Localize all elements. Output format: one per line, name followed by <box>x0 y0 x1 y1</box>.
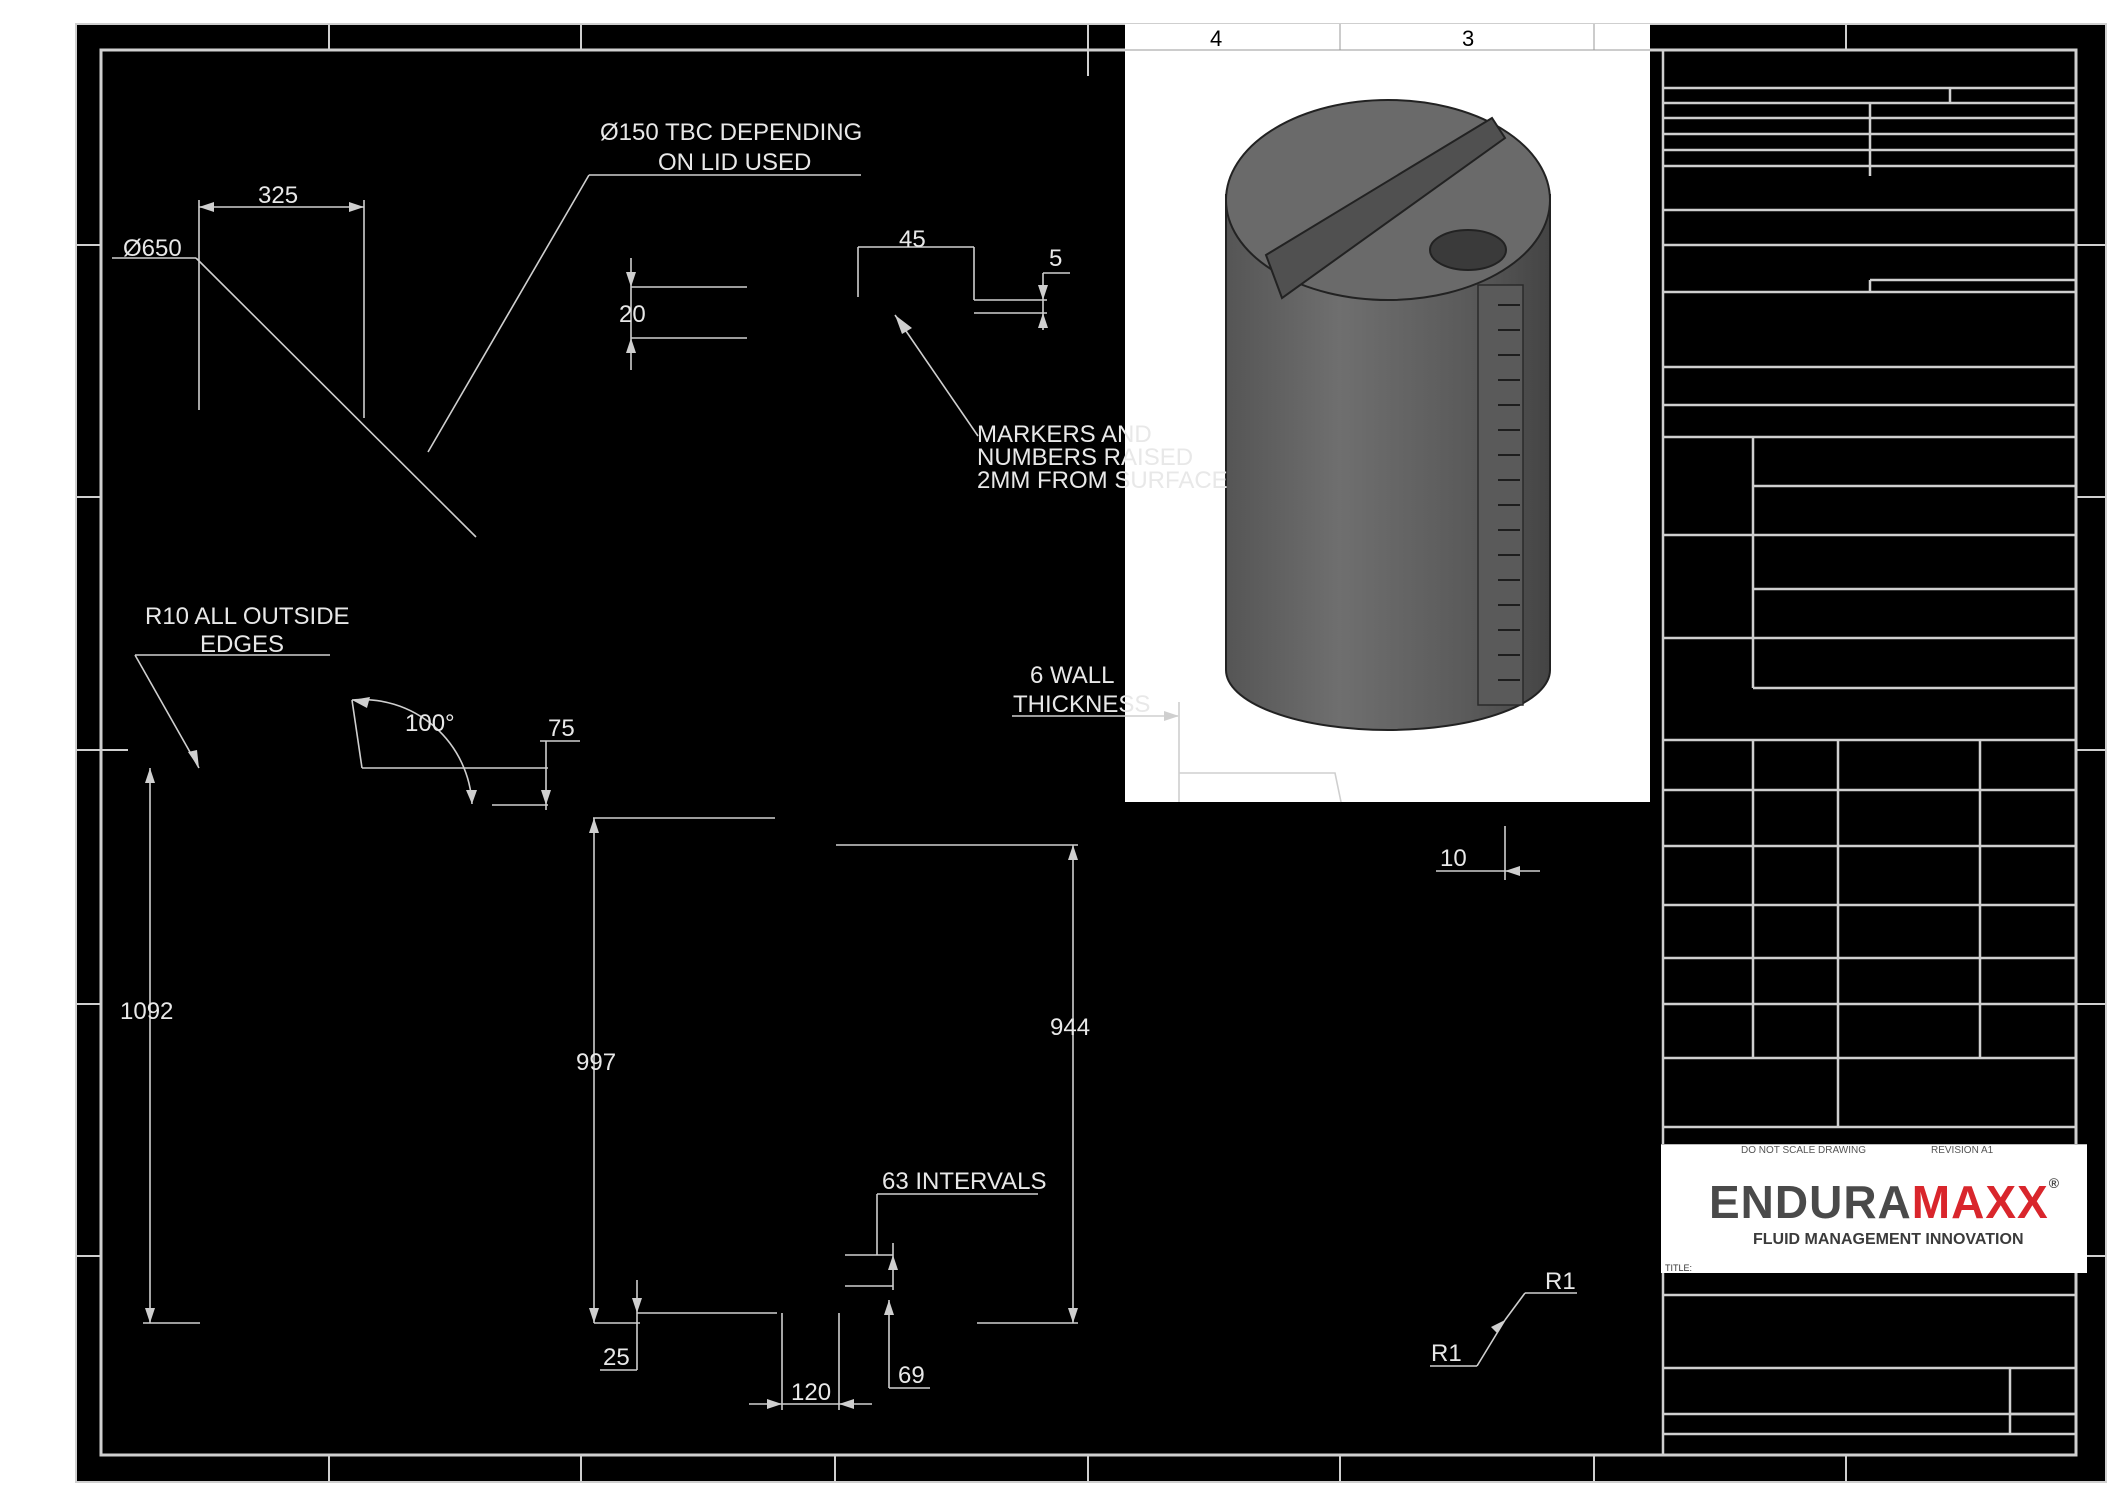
dim-r1-lower: R1 <box>1431 1340 1462 1367</box>
note-markers-1: MARKERS AND <box>977 421 1152 448</box>
tank-body <box>1225 194 1551 731</box>
brand-part-endura: ENDURA <box>1709 1176 1912 1228</box>
brand-logo: ENDURAMAXX® <box>1709 1175 2060 1229</box>
registered-mark: ® <box>2048 1175 2061 1191</box>
dim-angle-100: 100° <box>405 710 455 737</box>
title-label: TITLE: <box>1665 1263 1693 1273</box>
dim-r1-upper: R1 <box>1545 1268 1576 1295</box>
note-markers-2: NUMBERS RAISED <box>977 444 1193 471</box>
dim-325: 325 <box>258 182 298 209</box>
dim-69: 69 <box>898 1362 925 1389</box>
zone-label-4: 4 <box>1210 26 1222 51</box>
dim-75: 75 <box>548 715 575 742</box>
arrowheads <box>145 202 1520 1409</box>
do-not-scale-text: DO NOT SCALE DRAWING <box>1741 1145 1867 1156</box>
note-lid-hole-2: ON LID USED <box>658 149 811 176</box>
note-markers-3: 2MM FROM SURFACE <box>977 467 1228 494</box>
brand-tagline: FLUID MANAGEMENT INNOVATION <box>1753 1231 2024 1248</box>
note-lid-hole-1: Ø150 TBC DEPENDING <box>600 119 862 146</box>
zone-label-3: 3 <box>1462 26 1474 51</box>
graduation-ticks <box>1498 304 1520 681</box>
dim-1092: 1092 <box>120 998 173 1025</box>
dim-944: 944 <box>1050 1014 1090 1041</box>
note-wall-2: THICKNESS <box>1013 691 1150 718</box>
brand-part-maxx: MAXX <box>1911 1176 2049 1228</box>
note-radius-1: R10 ALL OUTSIDE <box>145 603 350 630</box>
note-wall-1: 6 WALL <box>1030 662 1114 689</box>
revision-text: REVISION A1 <box>1931 1145 1994 1156</box>
dim-120: 120 <box>791 1379 831 1406</box>
dim-45: 45 <box>899 226 926 253</box>
graduation-strip <box>1477 284 1524 706</box>
lid-hole <box>1429 229 1507 271</box>
company-logo-panel: DO NOT SCALE DRAWING REVISION A1 ENDURAM… <box>1661 1144 2087 1273</box>
dim-20: 20 <box>619 301 646 328</box>
title-block <box>1661 50 2076 1455</box>
dim-diameter-650: Ø650 <box>123 235 182 262</box>
lid-ridge <box>1264 116 1507 300</box>
note-radius-2: EDGES <box>200 631 284 658</box>
dim-25: 25 <box>603 1344 630 1371</box>
dim-5: 5 <box>1049 245 1062 272</box>
iso-view-panel: 4 3 <box>1125 24 1650 802</box>
dim-10: 10 <box>1440 845 1467 872</box>
dim-997: 997 <box>576 1049 616 1076</box>
note-intervals: 63 INTERVALS <box>882 1168 1047 1195</box>
